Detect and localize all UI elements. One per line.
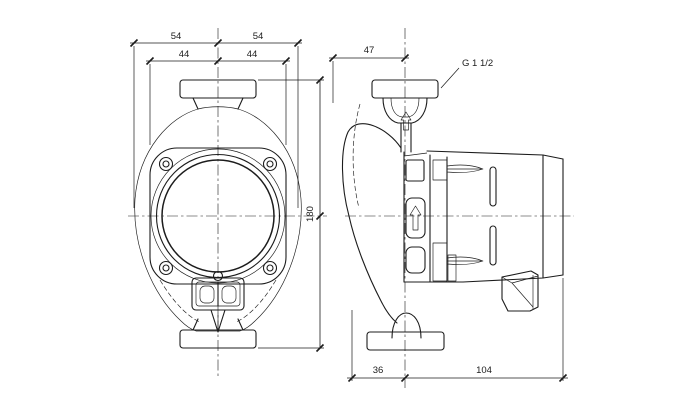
volute-outline — [341, 123, 402, 324]
dim-ext-54 — [133, 46, 299, 208]
dim-label-54-left: 54 — [171, 31, 182, 42]
side-dimensions: 47 G 1 1/2 36 104 — [328, 45, 568, 383]
vent-slot-lower — [489, 225, 497, 266]
front-body-outline — [134, 106, 302, 332]
control-head — [403, 151, 464, 283]
front-top-neck — [192, 97, 244, 110]
side-top-port-flange — [371, 79, 439, 99]
flow-arrow-icon — [400, 111, 412, 131]
dim-ticks-54 — [129, 38, 303, 48]
dim-label-44-left: 44 — [179, 49, 190, 60]
volute-hidden-edge — [352, 103, 361, 209]
side-bottom-port-flange — [366, 331, 445, 351]
head-detail-upper — [432, 159, 448, 181]
union-nut-inner — [390, 97, 420, 118]
dim-label-180: 180 — [305, 206, 316, 222]
dim-ext-36-104 — [351, 278, 564, 381]
dim-label-104: 104 — [476, 365, 492, 376]
cable-gland-cone — [210, 309, 226, 333]
dim-ext-180 — [258, 79, 324, 349]
side-top-stem — [400, 122, 412, 153]
vent-slot-upper — [489, 166, 497, 207]
terminal-box — [191, 277, 245, 311]
terminal-pin-lower — [446, 256, 484, 265]
terminal-pin-upper — [446, 164, 484, 173]
screw-hole-bottom-right — [262, 260, 278, 276]
dim-label-44-right: 44 — [247, 49, 258, 60]
front-bottom-port-flange — [179, 329, 257, 349]
dim-label-47: 47 — [364, 45, 375, 56]
side-bottom-dome — [391, 312, 422, 339]
dim-ticks-44 — [145, 56, 291, 66]
dim-ext-44 — [149, 64, 287, 145]
head-detail-lower — [432, 242, 448, 282]
screw-hole-top-left — [158, 156, 174, 172]
dim-label-54-right: 54 — [253, 31, 264, 42]
front-dimensions: 54 54 44 44 180 — [129, 31, 325, 353]
plug-connector — [501, 270, 539, 312]
front-top-port-flange — [179, 79, 257, 99]
thread-label: G 1 1/2 — [462, 58, 493, 69]
front-bottom-neck — [192, 318, 244, 331]
thread-leader-line — [440, 67, 460, 89]
stator-housing — [426, 150, 564, 283]
display-window — [405, 159, 425, 182]
flange-bottom-screw — [212, 270, 224, 282]
up-arrow-icon — [409, 205, 422, 231]
dim-ticks-180 — [315, 75, 325, 353]
front-view — [128, 28, 327, 378]
screw-hole-bottom-left — [158, 260, 174, 276]
screw-hole-top-right — [262, 156, 278, 172]
dim-ticks-47 — [328, 53, 410, 63]
side-view — [341, 28, 574, 388]
lower-tab — [405, 246, 426, 274]
push-button — [405, 197, 426, 239]
head-detail-small — [447, 254, 457, 282]
union-nut-outer — [382, 97, 428, 124]
dim-label-36: 36 — [373, 365, 384, 376]
